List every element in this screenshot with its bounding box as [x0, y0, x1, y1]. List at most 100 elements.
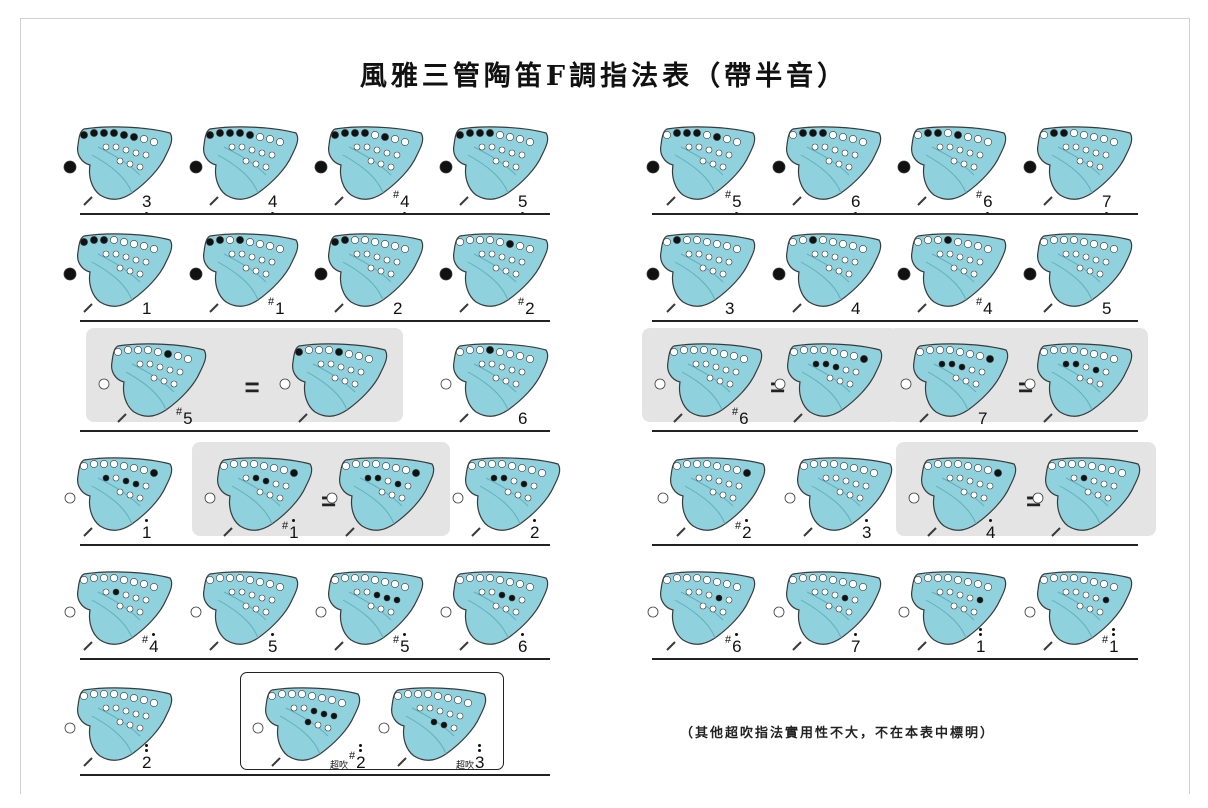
sharp-sign: # [393, 189, 400, 201]
thumb-hole [314, 267, 328, 281]
note-digit-text: 1 [275, 299, 285, 318]
open-hole [268, 692, 276, 700]
open-hole [730, 352, 738, 360]
open-hole [950, 602, 958, 610]
open-hole [846, 380, 854, 388]
open-hole [383, 149, 391, 157]
ocarina-icon [63, 233, 173, 313]
open-hole [90, 690, 98, 698]
open-hole [820, 346, 828, 354]
ocarina-body [670, 457, 766, 531]
open-hole [1102, 258, 1110, 266]
open-hole [1050, 574, 1058, 582]
ocarina-contour [935, 485, 977, 525]
open-hole [226, 574, 234, 582]
open-hole [384, 477, 392, 485]
open-hole [206, 576, 214, 584]
octave-up-dot [478, 749, 482, 752]
closed-hole [80, 131, 88, 139]
note-digit-text: 2 [356, 753, 366, 772]
open-hole [498, 460, 506, 468]
open-hole [719, 270, 727, 278]
open-hole [1118, 469, 1126, 477]
open-hole [841, 149, 849, 157]
note-digit-text: 2 [393, 299, 403, 318]
sharp-sign: # [725, 189, 732, 201]
open-hole [859, 138, 867, 146]
ocarina-body [1037, 126, 1133, 200]
open-hole [723, 135, 731, 143]
note-digit: 2 [530, 519, 539, 541]
closed-hole [262, 477, 270, 485]
open-hole [318, 694, 326, 702]
open-hole [956, 474, 964, 482]
note-digit-text: 2 [742, 523, 752, 542]
open-hole [725, 151, 733, 159]
note-label: #6 [732, 407, 749, 428]
open-hole [282, 482, 290, 490]
open-hole [456, 348, 464, 356]
open-hole [733, 138, 741, 146]
note-digit-text: 6 [983, 192, 993, 211]
open-hole [673, 574, 681, 582]
note-label: #5 [393, 633, 410, 655]
open-hole [367, 157, 375, 165]
open-hole [361, 236, 369, 244]
open-hole [498, 146, 506, 154]
open-hole [134, 346, 142, 354]
open-hole [246, 576, 254, 584]
open-hole [976, 480, 984, 488]
mouthpiece-icon [345, 527, 355, 537]
open-hole [478, 460, 486, 468]
mouthpiece-icon [397, 757, 407, 767]
row-divider [80, 774, 550, 776]
open-hole [725, 480, 733, 488]
closed-hole [320, 710, 328, 718]
closed-hole [164, 350, 172, 358]
open-hole [693, 460, 701, 468]
open-hole [950, 157, 958, 165]
ocarina-icon [657, 457, 766, 537]
closed-hole [506, 240, 514, 248]
mouthpiece-icon [803, 527, 813, 537]
note-label: 6 [518, 410, 527, 427]
note-digit: 3 [862, 519, 871, 541]
open-hole [1102, 151, 1110, 159]
closed-hole [331, 131, 339, 139]
thumb-hole [315, 606, 327, 618]
ocarina-contour [231, 485, 273, 525]
open-hole [683, 460, 691, 468]
ocarina-icon [897, 233, 1007, 313]
note-digit: 7 [851, 633, 860, 655]
open-hole [126, 491, 134, 499]
open-hole [663, 238, 671, 246]
open-hole [1096, 163, 1104, 171]
mouthpiece-icon [459, 413, 469, 423]
open-hole [345, 350, 353, 358]
open-hole [1096, 608, 1104, 616]
open-hole [811, 588, 819, 596]
open-hole [840, 462, 848, 470]
open-hole [290, 704, 298, 712]
mouthpiece-icon [83, 641, 93, 651]
open-hole [498, 253, 506, 261]
open-hole [502, 377, 510, 385]
octave-up-dot [403, 633, 407, 636]
open-hole [258, 149, 266, 157]
open-hole [120, 576, 128, 584]
closed-hole [80, 238, 88, 246]
open-hole [126, 605, 134, 613]
open-hole [852, 480, 860, 488]
open-hole [120, 692, 128, 700]
open-hole [120, 238, 128, 246]
open-hole [709, 267, 717, 275]
open-hole [377, 605, 385, 613]
open-hole [506, 133, 514, 141]
open-hole [1076, 602, 1084, 610]
sharp-sign: # [176, 406, 183, 418]
octave-up-dot [359, 749, 363, 752]
open-hole [478, 588, 486, 596]
open-hole [723, 464, 731, 472]
mouthpiece-icon [471, 527, 481, 537]
open-hole [845, 163, 853, 171]
